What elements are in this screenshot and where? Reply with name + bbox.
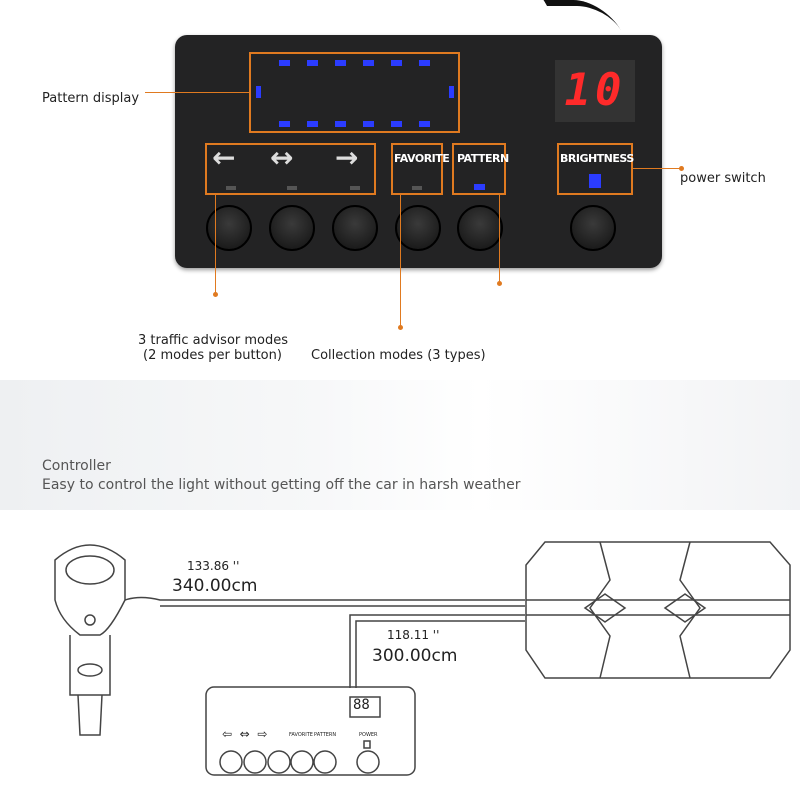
callout-dot (398, 325, 403, 330)
sketch-arrows: ⇦ ⇔ ⇨ (222, 727, 268, 741)
pattern-led (363, 121, 374, 127)
section-band (0, 380, 800, 510)
direction-buttons-box (205, 143, 376, 195)
pattern-led (335, 60, 346, 66)
pattern-led (307, 60, 318, 66)
favorite-box (391, 143, 443, 195)
brightness-label: BRIGHTNESS (560, 152, 634, 165)
cable1-inches: 133.86 '' (187, 559, 240, 573)
arrow-right-icon: → (335, 141, 359, 174)
callout-dot (213, 292, 218, 297)
side-led (256, 86, 261, 98)
callout-line (215, 195, 216, 295)
traffic-modes-subcaption: (2 modes per button) (143, 348, 282, 363)
callout-dot (679, 166, 684, 171)
power-led (589, 174, 601, 188)
callout-line (499, 195, 500, 283)
both-arrow-button[interactable] (269, 205, 315, 251)
seven-segment-display: 10 (555, 60, 635, 122)
pattern-box (452, 143, 506, 195)
pattern-led (279, 121, 290, 127)
cable2-inches: 118.11 '' (387, 628, 440, 642)
callout-line (633, 168, 681, 169)
pattern-led (279, 60, 290, 66)
pattern-led (474, 184, 485, 190)
arrow-left-icon: ← (212, 141, 236, 174)
favorite-button[interactable] (395, 205, 441, 251)
cable-340 (124, 596, 525, 607)
light-bar-module-icon (525, 541, 791, 679)
section-subtitle: Easy to control the light without gettin… (42, 477, 521, 493)
sketch-power-label: POWER (359, 732, 378, 738)
cable1-cm: 340.00cm (172, 576, 258, 596)
cable (543, 0, 627, 40)
left-arrow-button[interactable] (206, 205, 252, 251)
arrow-both-icon: ↔ (270, 141, 294, 174)
brightness-power-button[interactable] (570, 205, 616, 251)
cable2-cm: 300.00cm (372, 646, 458, 666)
pattern-led (335, 121, 346, 127)
callout-line (400, 195, 401, 327)
indicator-led (412, 186, 422, 190)
pattern-led (419, 121, 430, 127)
sketch-pattern-label: PATTERN (314, 732, 337, 738)
sketch-favorite-label: FAVORITE (289, 732, 313, 738)
pattern-display-box (249, 52, 460, 133)
collection-modes-caption: Collection modes (3 types) (311, 348, 486, 363)
sketch-seven-segment: 88 (353, 697, 370, 713)
controller-sketch (205, 686, 416, 776)
brightness-box (557, 143, 633, 195)
pattern-led (391, 60, 402, 66)
traffic-modes-caption: 3 traffic advisor modes (138, 333, 289, 348)
cigarette-lighter-plug-icon (54, 544, 126, 736)
callout-line (145, 92, 249, 93)
pattern-led (419, 60, 430, 66)
pattern-display-caption: Pattern display (42, 91, 140, 106)
power-switch-caption: power switch (680, 171, 766, 186)
favorite-label: FAVORITE (394, 152, 450, 165)
pattern-label: PATTERN (457, 152, 509, 165)
indicator-led (350, 186, 360, 190)
pattern-button[interactable] (457, 205, 503, 251)
section-title: Controller (42, 458, 111, 474)
wiring-diagram (54, 541, 791, 776)
indicator-led (287, 186, 297, 190)
side-led (449, 86, 454, 98)
pattern-led (363, 60, 374, 66)
right-arrow-button[interactable] (332, 205, 378, 251)
indicator-led (226, 186, 236, 190)
cable-300 (349, 614, 525, 688)
callout-dot (497, 281, 502, 286)
pattern-led (391, 121, 402, 127)
pattern-led (307, 121, 318, 127)
